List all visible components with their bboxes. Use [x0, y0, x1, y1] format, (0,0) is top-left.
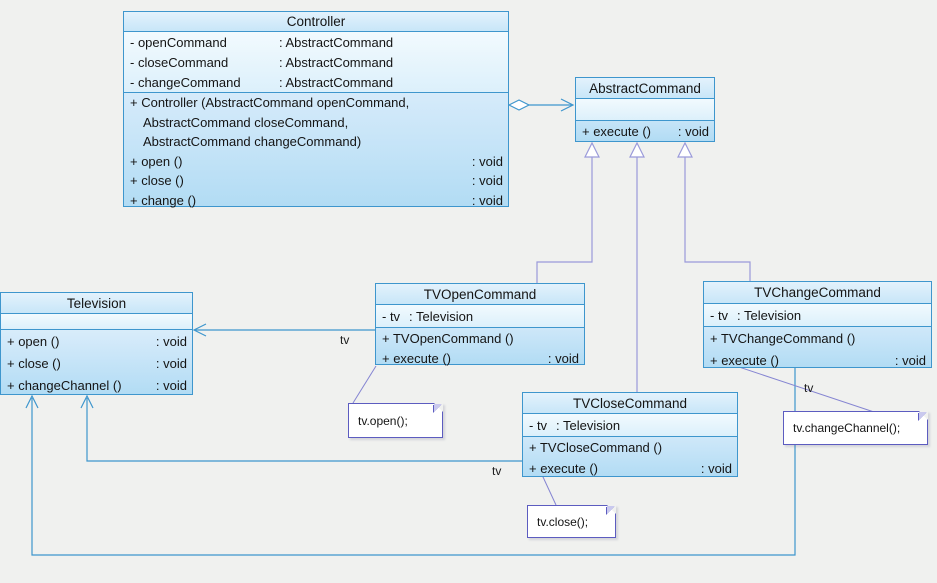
class-box-tvclosecommand[interactable]: TVCloseCommand - tv: Television + TVClos… — [522, 392, 738, 477]
attribute-row: - closeCommand: AbstractCommand — [130, 54, 394, 70]
class-box-television[interactable]: Television + open (): void + close (): v… — [0, 292, 193, 395]
method-row: + Controller (AbstractCommand openComman… — [130, 95, 410, 111]
method-row: + execute (): void — [382, 350, 579, 366]
association-tvchangecommand-television[interactable] — [25, 368, 796, 556]
generalization-tvopencommand-abstractcommand[interactable] — [536, 141, 600, 283]
method-row: + change (): void — [130, 192, 503, 208]
method-row: + execute (): void — [529, 461, 732, 476]
note-text: tv.changeChannel(); — [793, 421, 901, 435]
methods-compartment: + TVCloseCommand () + execute (): void — [523, 437, 737, 479]
attributes-compartment: - openCommand: AbstractCommand - closeCo… — [124, 32, 508, 93]
class-title: Controller — [124, 12, 508, 32]
method-row: + changeChannel (): void — [7, 377, 187, 393]
aggregation-controller-abstractcommand[interactable] — [507, 98, 575, 112]
class-box-tvchangecommand[interactable]: TVChangeCommand - tv: Television + TVCha… — [703, 281, 932, 368]
attribute-row: - changeCommand: AbstractCommand — [130, 74, 394, 90]
attributes-compartment-empty — [1, 314, 192, 330]
method-row: + open (): void — [7, 333, 187, 349]
attributes-compartment: - tv: Television — [704, 304, 931, 327]
note-tv-close[interactable]: tv.close(); — [527, 505, 616, 538]
attribute-row: - tv: Television — [529, 417, 621, 433]
method-row: AbstractCommand changeCommand) — [143, 134, 362, 150]
class-title: Television — [1, 293, 192, 314]
class-title: TVOpenCommand — [376, 284, 584, 305]
note-tv-open[interactable]: tv.open(); — [348, 403, 443, 438]
note-text: tv.close(); — [537, 514, 589, 529]
class-box-tvopencommand[interactable]: TVOpenCommand - tv: Television + TVOpenC… — [375, 283, 585, 368]
attribute-row: - openCommand: AbstractCommand — [130, 34, 394, 50]
method-row: + execute (): void — [582, 124, 709, 139]
generalization-tvchangecommand-abstractcommand[interactable] — [677, 141, 751, 281]
class-title: AbstractCommand — [576, 78, 714, 99]
class-title: TVChangeCommand — [704, 282, 931, 304]
methods-compartment: + open (): void + close (): void + chang… — [1, 330, 192, 396]
edge-label-tv-change[interactable]: tv — [804, 381, 814, 395]
attribute-row: - tv: Television — [710, 307, 802, 323]
method-row: + open (): void — [130, 153, 503, 169]
method-row: + TVChangeCommand () — [710, 330, 856, 346]
method-row: AbstractCommand closeCommand, — [143, 114, 349, 130]
methods-compartment: + execute (): void — [576, 121, 714, 142]
generalization-tvclosecommand-abstractcommand[interactable] — [629, 141, 645, 392]
methods-compartment: + TVChangeCommand () + execute (): void — [704, 327, 931, 371]
class-title: TVCloseCommand — [523, 393, 737, 414]
association-tvopencommand-television[interactable] — [192, 323, 375, 337]
attributes-compartment: - tv: Television — [523, 414, 737, 437]
method-row: + TVCloseCommand () — [529, 440, 663, 455]
association-tvclosecommand-television[interactable] — [80, 394, 522, 462]
class-box-controller[interactable]: Controller - openCommand: AbstractComman… — [123, 11, 509, 210]
methods-compartment: + Controller (AbstractCommand openComman… — [124, 93, 508, 210]
methods-compartment: + TVOpenCommand () + execute (): void — [376, 328, 584, 368]
method-row: + close (): void — [130, 173, 503, 189]
class-box-abstractcommand[interactable]: AbstractCommand + execute (): void — [575, 77, 715, 142]
method-row: + TVOpenCommand () — [382, 330, 514, 346]
attribute-row: - tv: Television — [382, 308, 474, 324]
edge-label-tv-close[interactable]: tv — [492, 464, 502, 478]
edge-label-tv-open[interactable]: tv — [340, 333, 350, 347]
note-tv-changechannel[interactable]: tv.changeChannel(); — [783, 411, 928, 445]
method-row: + close (): void — [7, 355, 187, 371]
method-row: + execute (): void — [710, 352, 926, 368]
note-text: tv.open(); — [358, 413, 408, 428]
attributes-compartment: - tv: Television — [376, 305, 584, 328]
attributes-compartment-empty — [576, 99, 714, 121]
